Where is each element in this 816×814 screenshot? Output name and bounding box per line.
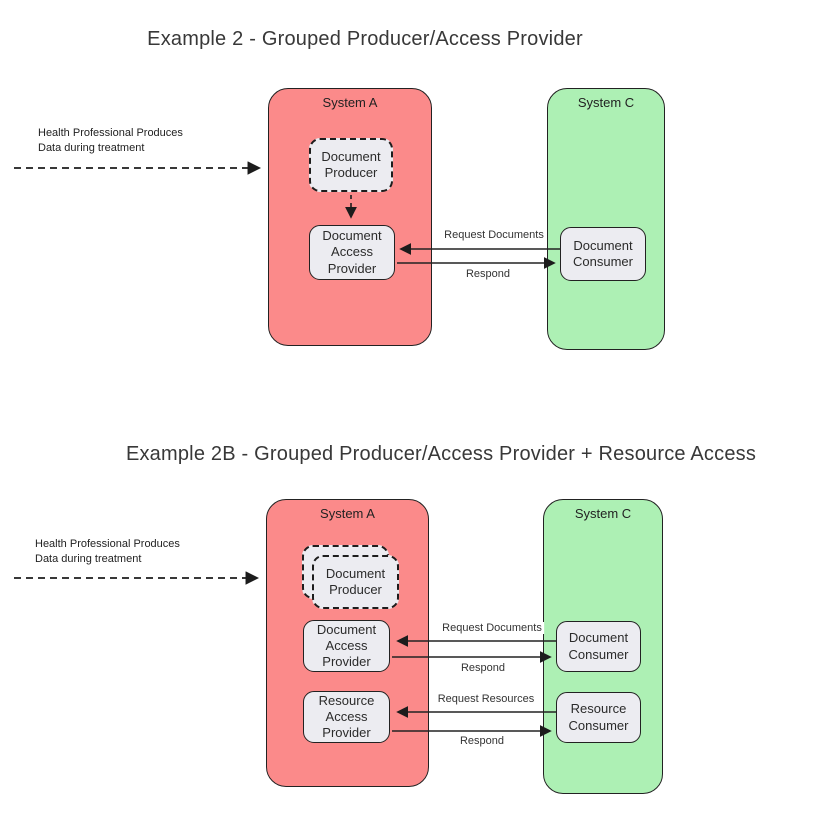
diagram1-system-c-label: System C <box>577 95 635 110</box>
diagram2-document-consumer-node: Document Consumer <box>556 621 641 672</box>
diagram1-system-a-container: System A <box>268 88 432 346</box>
diagram2-annotation: Health Professional Produces Data during… <box>35 537 180 567</box>
diagram1-request-documents-label: Request Documents <box>442 229 546 241</box>
diagram1-system-a-label: System A <box>322 95 378 110</box>
diagram2-title: Example 2B - Grouped Producer/Access Pro… <box>125 443 757 465</box>
diagram2-annotation-line2: Data during treatment <box>35 552 142 565</box>
diagram2-request-documents-label: Request Documents <box>440 622 544 634</box>
diagram1-document-consumer-node: Document Consumer <box>560 227 646 281</box>
diagram1-document-producer-node: Document Producer <box>309 138 393 192</box>
diagram1-annotation-line1: Health Professional Produces <box>38 127 183 139</box>
diagram1-annotation: Health Professional Produces Data during… <box>38 126 183 156</box>
diagram1-system-c-container: System C <box>547 88 665 350</box>
diagram2-respond-resources-label: Respond <box>457 735 507 747</box>
diagram2-respond-documents-label: Respond <box>458 662 508 674</box>
diagram1-annotation-line2: Data during treatment <box>38 141 145 154</box>
diagram2-system-a-label: System A <box>320 506 375 521</box>
diagram2-resource-access-provider-node: Resource Access Provider <box>303 691 390 743</box>
diagram1-title: Example 2 - Grouped Producer/Access Prov… <box>147 28 583 50</box>
diagram2-system-c-label: System C <box>574 506 632 521</box>
diagram2-document-producer-node: Document Producer <box>312 555 399 609</box>
diagram1-document-access-provider-node: Document Access Provider <box>309 225 395 280</box>
diagram2-document-access-provider-node: Document Access Provider <box>303 620 390 672</box>
diagram1-respond-label: Respond <box>463 268 513 280</box>
diagram2-request-resources-label: Request Resources <box>435 693 537 705</box>
diagram2-annotation-line1: Health Professional Produces <box>35 538 180 550</box>
diagram2-resource-consumer-node: Resource Consumer <box>556 692 641 743</box>
